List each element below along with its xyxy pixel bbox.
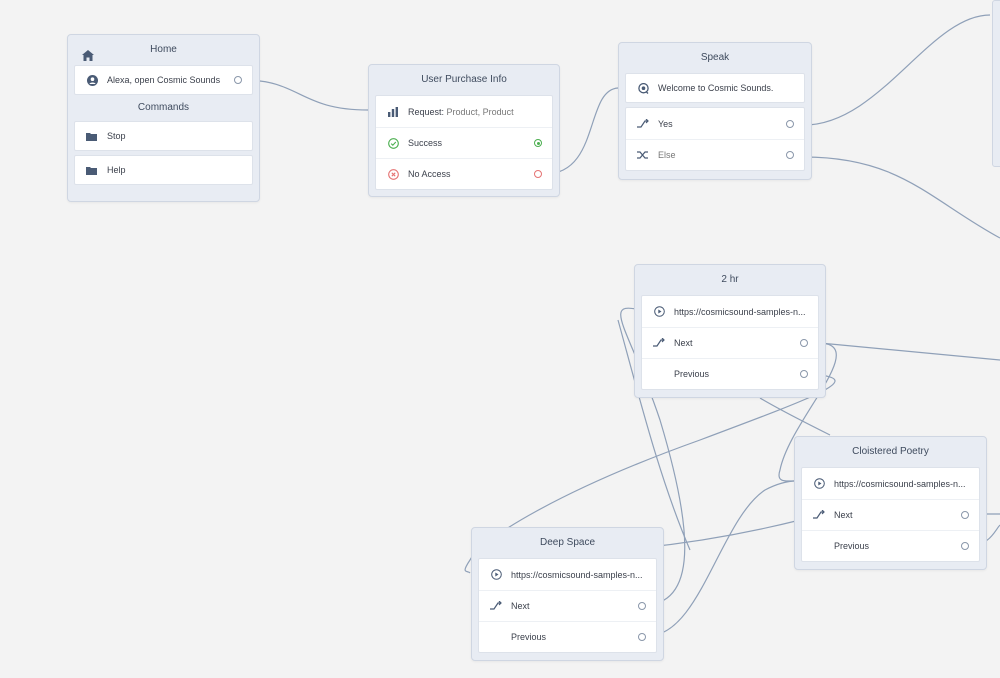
connection-line bbox=[647, 480, 798, 637]
purchase-block-title: User Purchase Info bbox=[421, 74, 507, 85]
speak-block[interactable]: Speak Welcome to Cosmic Sounds. Yes Else bbox=[618, 42, 812, 180]
speech-bubble-icon bbox=[636, 82, 650, 94]
audio-row[interactable]: https://cosmicsound-samples-n... bbox=[479, 559, 656, 590]
shuffle-icon bbox=[636, 150, 650, 160]
connection-line bbox=[819, 342, 1000, 361]
launch-phrase: Alexa, open Cosmic Sounds bbox=[107, 75, 221, 85]
next-row[interactable]: Next bbox=[642, 327, 818, 358]
audio-row[interactable]: https://cosmicsound-samples-n... bbox=[802, 468, 979, 499]
connection-line bbox=[759, 397, 831, 436]
previous-row[interactable]: Previous bbox=[802, 530, 979, 561]
previous-label: Previous bbox=[674, 369, 710, 379]
speak-message: Welcome to Cosmic Sounds. bbox=[658, 83, 774, 93]
connection-line bbox=[639, 519, 801, 549]
deep-space-block-title: Deep Space bbox=[539, 537, 596, 548]
yes-row[interactable]: Yes bbox=[626, 108, 804, 139]
audio-url: https://cosmicsound-samples-n... bbox=[834, 478, 966, 489]
user-icon bbox=[85, 74, 99, 86]
home-block-header: Home bbox=[74, 35, 253, 65]
yes-label: Yes bbox=[658, 118, 673, 129]
no-access-port[interactable] bbox=[534, 170, 542, 178]
command-help[interactable]: Help bbox=[74, 155, 253, 185]
next-port[interactable] bbox=[638, 602, 646, 610]
else-port[interactable] bbox=[786, 151, 794, 159]
next-port[interactable] bbox=[800, 339, 808, 347]
previous-port[interactable] bbox=[800, 370, 808, 378]
two-hr-steps: https://cosmicsound-samples-n... Next Pr… bbox=[641, 295, 819, 390]
launch-step[interactable]: Alexa, open Cosmic Sounds bbox=[74, 65, 253, 95]
previous-row[interactable]: Previous bbox=[479, 621, 656, 652]
purchase-steps: Request: Product, Product Success No Acc… bbox=[375, 95, 553, 190]
audio-row[interactable]: https://cosmicsound-samples-n... bbox=[642, 296, 818, 327]
next-row[interactable]: Next bbox=[802, 499, 979, 530]
connection-line bbox=[803, 156, 1000, 239]
branch-icon bbox=[489, 601, 503, 611]
previous-port[interactable] bbox=[638, 633, 646, 641]
folder-icon bbox=[85, 132, 99, 141]
purchase-block[interactable]: User Purchase Info Request: Product, Pro… bbox=[368, 64, 560, 197]
cloistered-block-title: Cloistered Poetry bbox=[852, 446, 929, 457]
home-icon bbox=[82, 44, 94, 74]
command-label: Help bbox=[107, 165, 126, 175]
play-icon bbox=[652, 306, 666, 317]
branch-icon bbox=[652, 338, 666, 348]
commands-title: Commands bbox=[137, 102, 190, 113]
folder-icon bbox=[85, 166, 99, 175]
output-port[interactable] bbox=[234, 76, 242, 84]
two-hr-block[interactable]: 2 hr https://cosmicsound-samples-n... Ne… bbox=[634, 264, 826, 398]
offscreen-block-edge bbox=[992, 0, 1000, 167]
request-label: Request: bbox=[408, 106, 445, 117]
check-circle-icon bbox=[386, 137, 400, 149]
previous-label: Previous bbox=[511, 632, 547, 642]
success-label: Success bbox=[408, 138, 443, 148]
else-row[interactable]: Else bbox=[626, 139, 804, 170]
audio-url: https://cosmicsound-samples-n... bbox=[674, 306, 806, 317]
next-label: Next bbox=[511, 601, 530, 611]
deep-space-block[interactable]: Deep Space https://cosmicsound-samples-n… bbox=[471, 527, 664, 661]
branch-icon bbox=[812, 510, 826, 520]
no-access-label: No Access bbox=[408, 169, 451, 179]
speak-choices: Yes Else bbox=[625, 107, 805, 171]
speak-message-step[interactable]: Welcome to Cosmic Sounds. bbox=[625, 73, 805, 103]
previous-row[interactable]: Previous bbox=[642, 358, 818, 389]
success-port[interactable] bbox=[534, 139, 542, 147]
previous-port[interactable] bbox=[961, 542, 969, 550]
else-label: Else bbox=[658, 150, 676, 160]
next-row[interactable]: Next bbox=[479, 590, 656, 621]
cloistered-poetry-block[interactable]: Cloistered Poetry https://cosmicsound-sa… bbox=[794, 436, 987, 570]
request-value: Product, Product bbox=[446, 106, 514, 117]
success-row[interactable]: Success bbox=[376, 127, 552, 158]
speak-block-title: Speak bbox=[700, 52, 730, 63]
connection-line bbox=[243, 79, 369, 111]
cloistered-steps: https://cosmicsound-samples-n... Next Pr… bbox=[801, 467, 980, 562]
yes-port[interactable] bbox=[786, 119, 794, 128]
deep-space-steps: https://cosmicsound-samples-n... Next Pr… bbox=[478, 558, 657, 653]
home-block[interactable]: Home Alexa, open Cosmic Sounds Commands … bbox=[67, 34, 260, 202]
command-stop[interactable]: Stop bbox=[74, 121, 253, 151]
play-icon bbox=[812, 478, 826, 489]
audio-url: https://cosmicsound-samples-n... bbox=[511, 569, 643, 580]
next-label: Next bbox=[834, 510, 853, 520]
previous-label: Previous bbox=[834, 541, 870, 551]
request-row[interactable]: Request: Product, Product bbox=[376, 96, 552, 127]
no-access-row[interactable]: No Access bbox=[376, 158, 552, 189]
branch-icon bbox=[636, 118, 650, 129]
command-label: Stop bbox=[107, 131, 126, 141]
bar-chart-icon bbox=[386, 106, 400, 117]
connection-line bbox=[803, 14, 991, 126]
next-port[interactable] bbox=[961, 511, 969, 519]
two-hr-block-title: 2 hr bbox=[721, 274, 739, 285]
home-block-title: Home bbox=[150, 44, 177, 55]
x-circle-icon bbox=[386, 168, 400, 180]
play-icon bbox=[489, 569, 503, 580]
next-label: Next bbox=[674, 338, 693, 348]
